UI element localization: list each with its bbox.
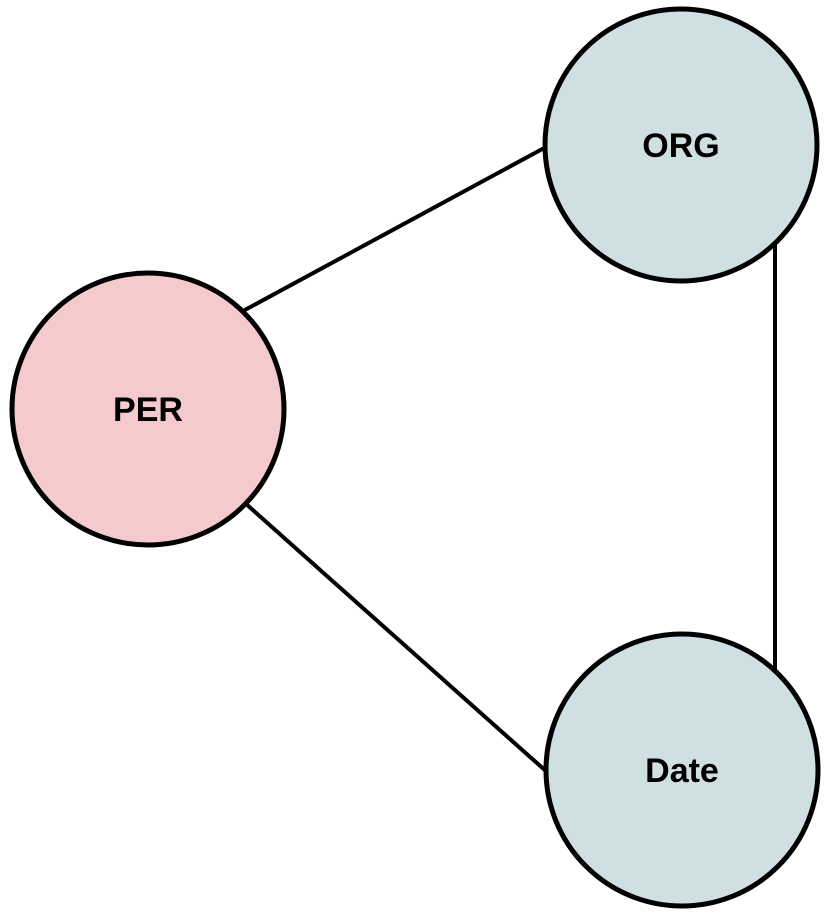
edge-per-org <box>242 145 547 313</box>
node-org: ORG <box>542 6 820 284</box>
node-per: PER <box>9 270 287 548</box>
edge-per-date <box>243 501 549 774</box>
node-label-org: ORG <box>642 127 719 165</box>
node-circle-org <box>542 6 820 284</box>
node-circle-date <box>543 631 821 909</box>
node-circle-per <box>9 270 287 548</box>
node-date: Date <box>543 631 821 909</box>
node-label-date: Date <box>645 752 719 790</box>
node-label-per: PER <box>113 391 183 429</box>
